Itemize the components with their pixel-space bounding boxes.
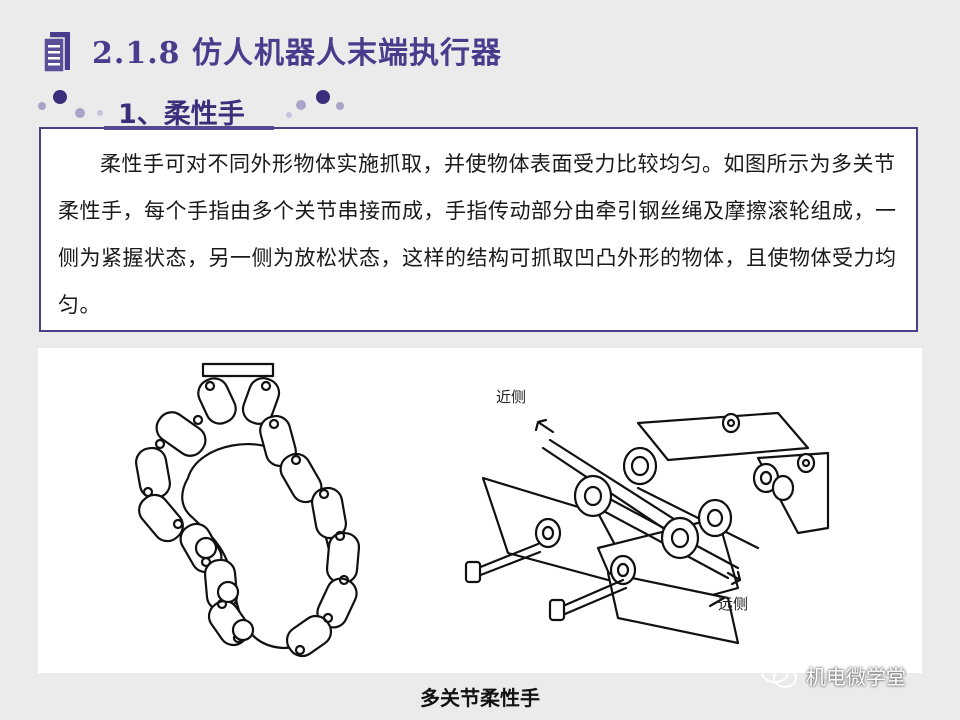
heading-underline [104, 126, 274, 130]
decoration-dot [38, 102, 46, 110]
watermark-text: 机电微学堂 [806, 664, 906, 689]
description-box: 柔性手可对不同外形物体实施抓取，并使物体表面受力比较均匀。如图所示为多关节柔性手… [39, 127, 918, 332]
decoration-dot [286, 112, 292, 118]
watermark: 机电微学堂 [760, 660, 906, 690]
wechat-icon [761, 661, 797, 688]
decoration-dot [53, 90, 67, 104]
decoration-dot [316, 90, 330, 104]
description-paragraph: 柔性手可对不同外形物体实施抓取，并使物体表面受力比较均匀。如图所示为多关节柔性手… [58, 152, 897, 317]
joint-mechanism-diagram [464, 411, 830, 645]
finger-chain-right [241, 377, 361, 658]
label-far-side: 远侧 [718, 595, 749, 613]
decoration-dot [97, 110, 103, 116]
decoration-dot [336, 102, 344, 110]
figure-panel: 近侧 远侧 [38, 348, 922, 673]
flexible-hand-illustration [135, 362, 830, 658]
section-heading: 1、柔性手 [118, 99, 245, 130]
figure-caption: 多关节柔性手 [420, 686, 540, 710]
document-icon [43, 32, 70, 72]
label-near-side: 近侧 [496, 388, 527, 406]
decoration-dot [296, 100, 306, 110]
page-title: 2.1.8 仿人机器人末端执行器 [92, 36, 502, 71]
finger-chain-left [135, 377, 251, 647]
decoration-dot [75, 108, 85, 118]
